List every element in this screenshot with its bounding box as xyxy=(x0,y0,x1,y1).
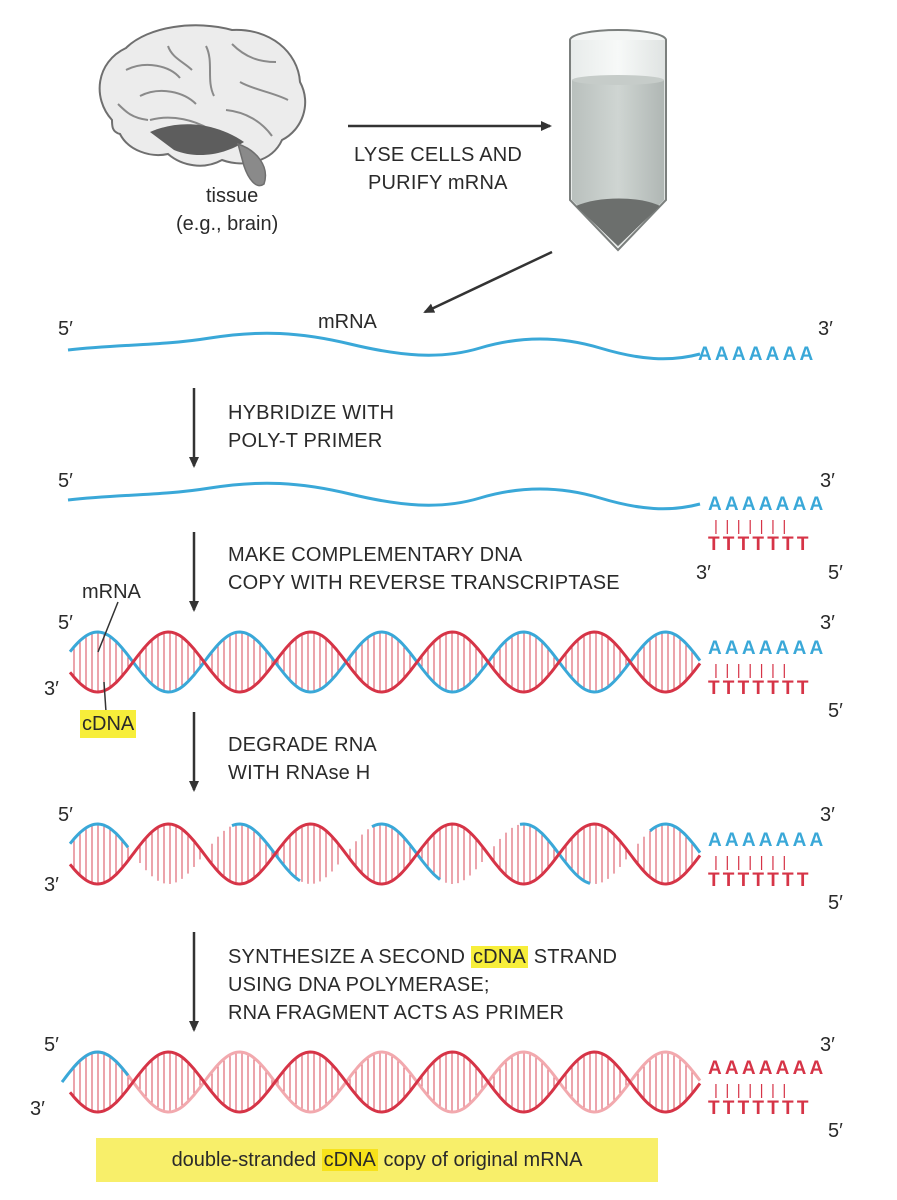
final-right-5prime-label: 5′ xyxy=(828,1120,843,1142)
rna-cdna-hybrid-helix xyxy=(68,630,702,694)
rna-strand-segment xyxy=(68,630,702,694)
mrna-leader-line xyxy=(97,601,119,653)
step-lyse-line2: PURIFY mRNA xyxy=(368,172,508,194)
mrna-with-primer-strand xyxy=(67,481,701,511)
rna-primer-fragment xyxy=(60,1050,130,1084)
primer-stage-base-pairs: ||||||| xyxy=(714,518,794,535)
nicked-right-3prime-label: 3′ xyxy=(820,804,835,826)
final-right-3prime-label: 3′ xyxy=(820,1034,835,1056)
rna-strand-segment xyxy=(68,822,130,849)
tissue-label: tissue xyxy=(206,185,259,207)
nicked-base-pairs: ||||||| xyxy=(714,854,794,871)
final-5prime-label: 5′ xyxy=(44,1034,59,1056)
step-lyse-line1: LYSE CELLS AND xyxy=(354,144,523,166)
mrna-5prime-label: 5′ xyxy=(58,318,73,340)
primer-stage-5prime-label: 5′ xyxy=(58,470,73,492)
poly-t-primer: TTTTTTT xyxy=(708,534,812,555)
nicked-right-5prime-label: 5′ xyxy=(828,892,843,914)
hybrid-right-3prime-label: 3′ xyxy=(820,612,835,634)
nicked-rna-hybrid-helix xyxy=(68,822,702,886)
nicked-poly-a: AAAAAAA xyxy=(708,830,827,851)
step-synthesize-cdna-highlight: cDNA xyxy=(470,946,528,968)
primer-5prime-label: 5′ xyxy=(828,562,843,584)
rna-strand-segment xyxy=(519,822,591,885)
final-caption-prefix: double-stranded xyxy=(171,1149,322,1171)
final-poly-a: AAAAAAA xyxy=(708,1058,827,1079)
rna-strand-segment xyxy=(371,822,441,881)
mrna-3prime-label: 3′ xyxy=(818,318,833,340)
nicked-3prime-label: 3′ xyxy=(44,874,59,896)
double-stranded-cdna-helix xyxy=(60,1050,702,1114)
poly-a-tail: AAAAAAA xyxy=(698,344,817,365)
rna-strand-segment xyxy=(231,822,301,883)
cdna-strand xyxy=(68,822,702,886)
final-poly-t: TTTTTTT xyxy=(708,1098,812,1119)
step-reverse-transcriptase-line2: COPY WITH REVERSE TRANSCRIPTASE xyxy=(228,572,620,594)
primer-stage-poly-a: AAAAAAA xyxy=(708,494,827,515)
hybrid-poly-t: TTTTTTT xyxy=(708,678,812,699)
nicked-poly-t: TTTTTTT xyxy=(708,870,812,891)
step-degrade-line1: DEGRADE RNA xyxy=(228,734,377,756)
step-hybridize-line1: HYBRIDIZE WITH xyxy=(228,402,395,424)
nicked-5prime-label: 5′ xyxy=(58,804,73,826)
rna-strand-segment xyxy=(649,822,702,854)
final-caption-cdna: cDNA xyxy=(321,1149,378,1171)
step-degrade-line2: WITH RNAse H xyxy=(228,762,371,784)
primer-3prime-label: 3′ xyxy=(696,562,711,584)
cdna-strand xyxy=(68,1050,702,1114)
step-hybridize-line2: POLY-T PRIMER xyxy=(228,430,383,452)
cdna-leader-line xyxy=(103,681,107,713)
hybrid-mrna-label: mRNA xyxy=(82,581,141,603)
step-synthesize-line1: SYNTHESIZE A SECOND cDNA STRAND xyxy=(228,942,617,972)
step-reverse-transcriptase-line1: MAKE COMPLEMENTARY DNA xyxy=(228,544,523,566)
step-synthesize-suffix: STRAND xyxy=(527,946,618,968)
hybrid-base-pairs: ||||||| xyxy=(714,662,794,679)
step-synthesize-prefix: SYNTHESIZE A SECOND xyxy=(228,946,471,968)
hybrid-poly-a: AAAAAAA xyxy=(708,638,827,659)
test-tube-icon xyxy=(569,29,667,252)
cdna-strand xyxy=(68,630,702,694)
final-caption-suffix: copy of original mRNA xyxy=(377,1149,583,1171)
mrna-strand xyxy=(67,331,701,361)
arrow-to-mrna xyxy=(423,250,553,314)
brain-icon xyxy=(98,24,307,187)
hybrid-3prime-label: 3′ xyxy=(44,678,59,700)
tissue-example: (e.g., brain) xyxy=(176,213,279,235)
final-base-pairs: ||||||| xyxy=(714,1082,794,1099)
step-synthesize-line3: RNA FRAGMENT ACTS AS PRIMER xyxy=(228,1002,565,1024)
cdna-label: cDNA xyxy=(80,710,137,738)
hybrid-5prime-label: 5′ xyxy=(58,612,73,634)
new-dna-strand xyxy=(68,1050,702,1114)
mrna-label: mRNA xyxy=(318,311,377,333)
hybrid-right-5prime-label: 5′ xyxy=(828,700,843,722)
final-3prime-label: 3′ xyxy=(30,1098,45,1120)
final-caption: double-stranded cDNA copy of original mR… xyxy=(96,1145,658,1175)
primer-stage-3prime-label: 3′ xyxy=(820,470,835,492)
step-synthesize-line2: USING DNA POLYMERASE; xyxy=(228,974,490,996)
